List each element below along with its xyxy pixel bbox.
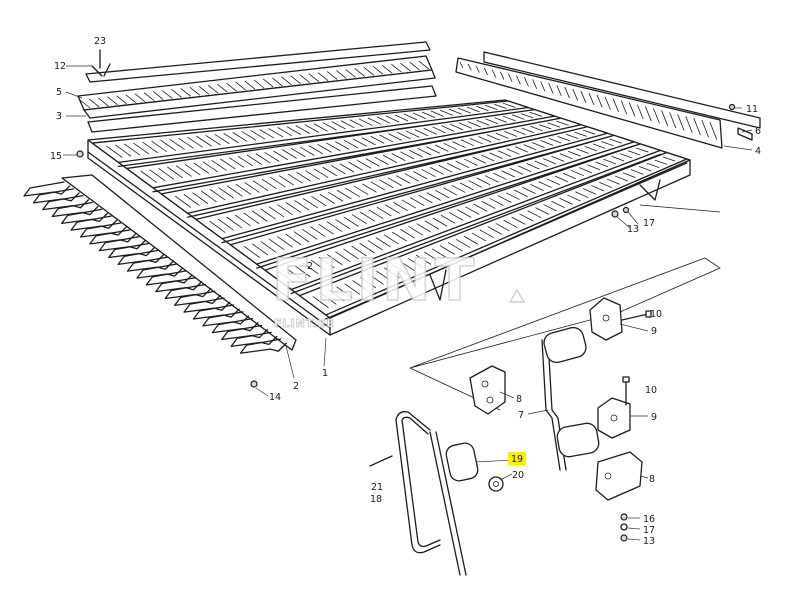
rail-hatching [79,60,430,109]
bracket-9-upper [589,297,623,341]
callout-4: 4 [755,146,761,157]
callout-2b: 2 [307,261,313,272]
bolt-10-lower [622,376,630,406]
callout-11: 11 [746,104,758,115]
step-assembly-left [369,411,504,576]
grille-teeth [23,181,287,354]
rear-rail-upper [77,41,437,133]
fasteners [76,49,736,542]
callout-3: 3 [56,111,62,122]
callout-18: 18 [370,494,382,505]
callout-8b: 8 [649,474,655,485]
callout-13b: 13 [643,536,655,547]
callout-8a: 8 [516,394,522,405]
callout-10a: 10 [650,309,662,320]
callout-14: 14 [269,392,281,403]
side-grille-left [23,174,297,354]
callout-9a: 9 [651,326,657,337]
callout-10b: 10 [645,385,657,396]
floor-slats [91,100,688,320]
rail-hatching [459,61,718,140]
watermark: FLINT FLINT.EE [271,245,526,330]
watermark-triangle-icon [508,288,526,303]
leader-lines [63,65,753,541]
step-assembly-right [541,326,600,471]
callout-labels: 23 12 5 3 15 11 6 4 17 13 2 2 1 14 10 9 … [50,36,761,547]
callout-17b: 17 [643,525,655,536]
callout-6: 6 [755,126,761,137]
bracket-8-lower [595,451,643,501]
callout-16: 16 [643,514,655,525]
callout-1: 1 [322,368,328,379]
callout-15: 15 [50,151,62,162]
callout-13a: 13 [627,224,639,235]
bracket-8-upper [469,365,506,415]
callout-23: 23 [94,36,106,47]
callout-17a: 17 [643,218,655,229]
callout-9b: 9 [651,412,657,423]
callout-21: 21 [371,482,383,493]
callout-highlight [508,452,526,465]
callout-2a: 2 [293,381,299,392]
callout-12: 12 [54,61,66,72]
watermark-brand: FLINT [272,246,478,314]
bracket-9-lower [597,397,631,439]
callout-5: 5 [56,87,62,98]
bolt-10-upper [621,310,652,321]
callout-19: 19 [511,454,523,465]
callout-7: 7 [518,410,524,421]
callout-20: 20 [512,470,524,481]
side-rail-right [455,51,761,149]
watermark-site: FLINT.EE [274,317,335,330]
